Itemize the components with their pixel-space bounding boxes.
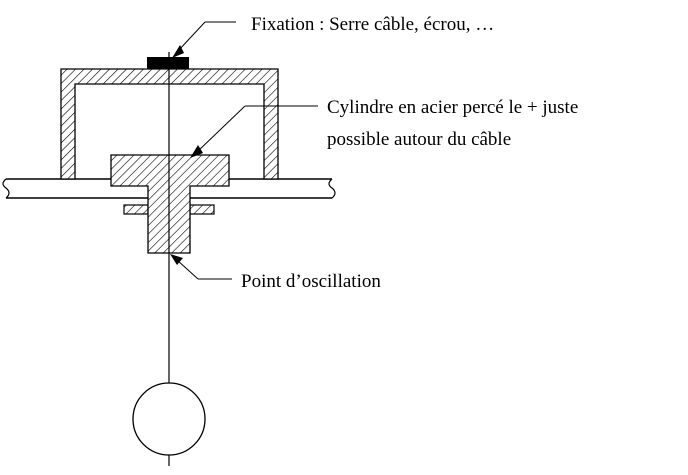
label-cylinder-line1: Cylindre en acier percé le + juste (327, 97, 578, 118)
beam-break-left (2, 178, 10, 199)
label-oscillation: Point d’oscillation (241, 271, 381, 292)
label-fixation: Fixation : Serre câble, écrou, … (251, 14, 494, 35)
washer-left (123, 204, 149, 215)
steel-cylinder (110, 154, 230, 254)
leader-fixation (172, 21, 236, 58)
label-cylinder-line2: possible autour du câble (327, 129, 511, 150)
beam-break-right (328, 178, 336, 199)
cable-clamp (147, 57, 189, 69)
leader-cylinder (190, 105, 318, 158)
leader-oscillation (170, 254, 232, 280)
washer-right (189, 204, 215, 215)
pendulum-bob (132, 382, 206, 456)
